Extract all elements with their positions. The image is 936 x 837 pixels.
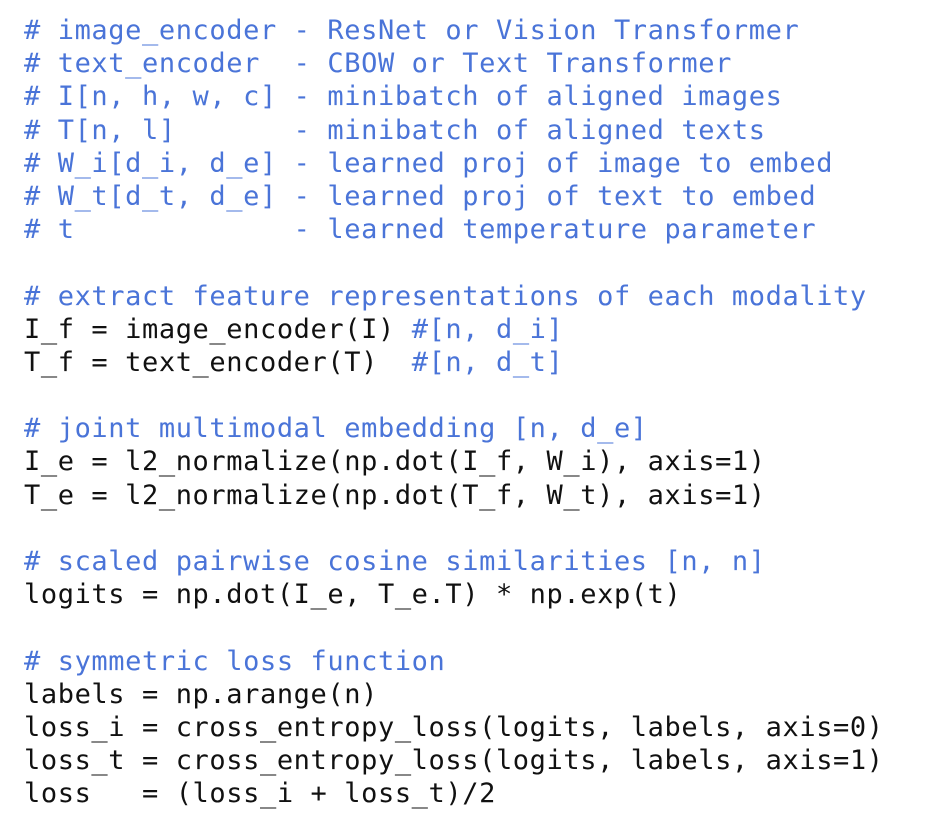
code-text: T_f = text_encoder(T) <box>24 346 412 378</box>
code-line-with-comment: I_f = image_encoder(I) #[n, d_i] <box>24 313 924 346</box>
code-text: loss_t = cross_entropy_loss(logits, labe… <box>24 745 884 777</box>
comment-line: # symmetric loss function <box>24 645 924 678</box>
comment-text: # I[n, h, w, c] - minibatch of aligned i… <box>24 81 783 113</box>
code-line-with-comment: T_f = text_encoder(T) #[n, d_t] <box>24 346 924 379</box>
comment-text: # extract feature representations of eac… <box>24 280 867 312</box>
comment-line: # W_i[d_i, d_e] - learned proj of image … <box>24 147 924 180</box>
comment-text: # t - learned temperature parameter <box>24 214 817 246</box>
comment-line: # W_t[d_t, d_e] - learned proj of text t… <box>24 180 924 213</box>
comment-line: # I[n, h, w, c] - minibatch of aligned i… <box>24 80 924 113</box>
code-line: labels = np.arange(n) <box>24 678 924 711</box>
comment-line: # image_encoder - ResNet or Vision Trans… <box>24 14 924 47</box>
blank-line <box>24 611 924 644</box>
comment-text: # symmetric loss function <box>24 645 446 677</box>
code-block: # image_encoder - ResNet or Vision Trans… <box>24 14 924 811</box>
code-text: loss_i = cross_entropy_loss(logits, labe… <box>24 711 884 743</box>
blank-line <box>24 246 924 279</box>
comment-line: # T[n, l] - minibatch of aligned texts <box>24 114 924 147</box>
inline-comment: #[n, d_i] <box>411 313 564 345</box>
code-text: labels = np.arange(n) <box>24 678 378 710</box>
comment-text: # scaled pairwise cosine similarities [n… <box>24 546 766 577</box>
code-line: loss_i = cross_entropy_loss(logits, labe… <box>24 711 924 744</box>
comment-line: # t - learned temperature parameter <box>24 213 924 246</box>
blank-line <box>24 379 924 412</box>
code-text: T_e = l2_normalize(np.dot(T_f, W_t), axi… <box>24 479 766 511</box>
blank-line <box>24 512 924 545</box>
comment-text: # joint multimodal embedding [n, d_e] <box>24 413 648 445</box>
comment-line: # scaled pairwise cosine similarities [n… <box>24 545 924 578</box>
comment-text: # text_encoder - CBOW or Text Transforme… <box>24 48 732 80</box>
comment-line: # extract feature representations of eac… <box>24 280 924 313</box>
comment-line: # joint multimodal embedding [n, d_e] <box>24 412 924 445</box>
code-line: loss = (loss_i + loss_t)/2 <box>24 777 924 810</box>
comment-text: # image_encoder - ResNet or Vision Trans… <box>24 15 800 46</box>
code-text: loss = (loss_i + loss_t)/2 <box>24 778 496 810</box>
code-text: I_e = l2_normalize(np.dot(I_f, W_i), axi… <box>24 446 766 478</box>
code-line: T_e = l2_normalize(np.dot(T_f, W_t), axi… <box>24 479 924 512</box>
comment-text: # T[n, l] - minibatch of aligned texts <box>24 114 766 146</box>
code-line: loss_t = cross_entropy_loss(logits, labe… <box>24 744 924 777</box>
comment-text: # W_t[d_t, d_e] - learned proj of text t… <box>24 180 817 212</box>
comment-line: # text_encoder - CBOW or Text Transforme… <box>24 47 924 80</box>
code-line: logits = np.dot(I_e, T_e.T) * np.exp(t) <box>24 578 924 611</box>
code-line: I_e = l2_normalize(np.dot(I_f, W_i), axi… <box>24 445 924 478</box>
code-text: logits = np.dot(I_e, T_e.T) * np.exp(t) <box>24 579 682 611</box>
comment-text: # W_i[d_i, d_e] - learned proj of image … <box>24 147 834 179</box>
inline-comment: #[n, d_t] <box>411 346 564 378</box>
code-text: I_f = image_encoder(I) <box>24 313 412 345</box>
